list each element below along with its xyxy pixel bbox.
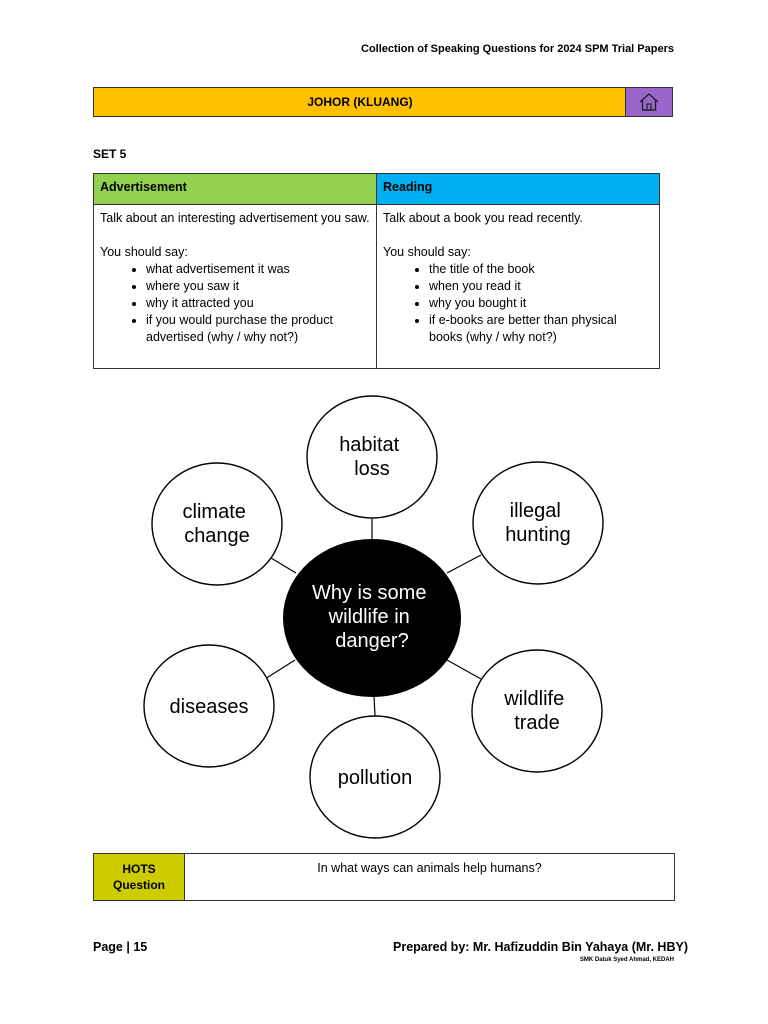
bubble-text-line: hunting: [505, 524, 571, 546]
bubble-text-line: trade: [514, 712, 560, 734]
svg-text:habitat loss: habitat loss: [339, 434, 405, 480]
set-label: SET 5: [93, 147, 127, 161]
svg-text:wildlife trade: wildlife trade: [503, 688, 570, 734]
topic-body-advertisement: Talk about an interesting advertisement …: [93, 204, 377, 369]
region-label: JOHOR (KLUANG): [307, 95, 413, 109]
topics-table: Advertisement Reading Talk about an inte…: [93, 173, 660, 369]
bubble-text-line: habitat: [339, 434, 399, 456]
list-item: if e-books are better than physical book…: [429, 312, 653, 346]
connector-wildlife-trade: [446, 659, 482, 680]
should-say-label: You should say:: [383, 245, 471, 259]
page-number: Page | 15: [93, 940, 148, 954]
home-icon: [639, 93, 659, 111]
svg-text:pollution: pollution: [338, 767, 413, 789]
hots-question-box: HOTS Question In what ways can animals h…: [93, 853, 675, 901]
bubble-text-line: loss: [354, 458, 390, 480]
region-banner: JOHOR (KLUANG): [93, 87, 673, 117]
hots-label-line: HOTS: [122, 862, 156, 876]
list-item: the title of the book: [429, 261, 653, 278]
hots-question-text: In what ways can animals help humans?: [317, 861, 542, 875]
school-name: SMK Datuk Syed Ahmad, KEDAH: [579, 957, 674, 963]
topic-prompt: Talk about a book you read recently.: [383, 211, 583, 225]
bubble-diseases: diseases: [143, 644, 275, 768]
list-item: why you bought it: [429, 295, 653, 312]
bubble-text-line: change: [184, 525, 250, 547]
prepared-by: Prepared by: Mr. Hafizuddin Bin Yahaya (…: [393, 940, 688, 954]
svg-text:Why is some wildlife in: Why is some wildlife in danger?: [312, 582, 432, 652]
list-item: what advertisement it was: [146, 261, 370, 278]
topic-heading-advertisement: Advertisement: [93, 173, 377, 205]
svg-text:diseases: diseases: [170, 696, 249, 718]
hots-label: HOTS Question: [94, 854, 185, 900]
list-item: why it attracted you: [146, 295, 370, 312]
mind-map: Why is some wildlife in danger? habitat …: [143, 395, 604, 839]
document-header-title: Collection of Speaking Questions for 202…: [361, 43, 674, 55]
should-say-label: You should say:: [100, 245, 188, 259]
svg-text:climate change: climate change: [183, 501, 252, 547]
topic-points-list: what advertisement it was where you saw …: [100, 261, 370, 346]
center-bubble: Why is some wildlife in danger?: [283, 539, 461, 697]
list-item: when you read it: [429, 278, 653, 295]
topic-points-list: the title of the book when you read it w…: [383, 261, 653, 346]
topic-body-reading: Talk about a book you read recently. You…: [376, 204, 660, 369]
center-text-line: Why is some: [312, 582, 426, 604]
list-item: if you would purchase the product advert…: [146, 312, 370, 346]
bubble-text-line: illegal: [510, 500, 561, 522]
connector-lines: [264, 519, 482, 717]
connector-illegal-hunting: [446, 554, 482, 574]
list-item: where you saw it: [146, 278, 370, 295]
bubble-illegal-hunting: illegal hunting: [472, 461, 604, 585]
bubble-text-line: wildlife: [503, 688, 564, 710]
svg-text:illegal hunting: illegal hunting: [505, 500, 571, 546]
home-button[interactable]: [625, 88, 672, 116]
topic-prompt: Talk about an interesting advertisement …: [100, 211, 370, 225]
connector-pollution: [373, 695, 376, 717]
connector-climate-change: [270, 557, 297, 574]
center-text-line: danger?: [335, 630, 408, 652]
connector-diseases: [264, 659, 296, 680]
topic-heading-reading: Reading: [376, 173, 660, 205]
hots-label-line: Question: [112, 878, 165, 892]
bubble-text-line: climate: [183, 501, 246, 523]
bubble-text-line: diseases: [170, 696, 249, 718]
bubble-wildlife-trade: wildlife trade: [471, 649, 603, 773]
bubble-text-line: pollution: [338, 767, 413, 789]
bubble-climate-change: climate change: [151, 462, 283, 586]
bubble-pollution: pollution: [309, 715, 441, 839]
center-text-line: wildlife in: [328, 606, 410, 628]
bubble-habitat-loss: habitat loss: [306, 395, 438, 519]
